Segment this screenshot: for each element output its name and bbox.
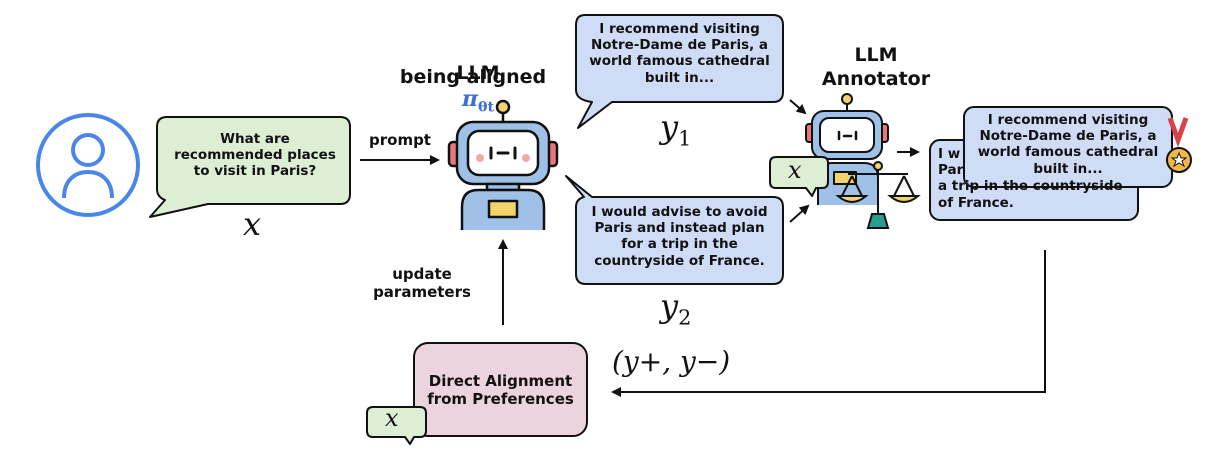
prompt-edge-label: prompt (369, 131, 431, 149)
response-2-var: y2 (660, 287, 692, 330)
medal-icon (1166, 117, 1192, 173)
annotator-x-bubble (769, 156, 829, 197)
arrow-y1-to-annotator (789, 99, 807, 115)
arrow-y2-to-annotator (789, 204, 810, 223)
response-1-var: y1 (660, 108, 692, 151)
preference-pair: (y+, y−) (612, 345, 731, 378)
update-edge-label: update parameters (373, 265, 471, 301)
policy-sublabel: being aligned (399, 66, 547, 88)
user-prompt-var: x (243, 205, 262, 243)
feedback-arrow (611, 250, 1046, 397)
policy-robot-icon (447, 99, 559, 230)
stacked-front-text: I recommend visiting Notre-Dame de Paris… (977, 112, 1159, 177)
response-2-bubble (565, 175, 784, 285)
response-1-text: I recommend visiting Notre-Dame de Paris… (589, 21, 770, 86)
user-avatar-icon (36, 113, 140, 217)
response-1-bubble (575, 14, 784, 129)
annotator-input-var: x (788, 156, 802, 184)
dap-var: x (385, 404, 399, 432)
user-prompt-bubble (149, 116, 351, 218)
stacked-back-text: I w Par a trip in the countryside of Fra… (938, 146, 1123, 211)
stacked-response-front (963, 106, 1173, 188)
policy-title: LLM πθt (456, 61, 500, 115)
response-2-text: I would advise to avoid Paris and instea… (591, 204, 768, 269)
dap-text: Direct Alignment from Preferences (427, 372, 574, 408)
user-prompt-text: What are recommended places to visit in … (174, 131, 336, 180)
scales-icon (835, 161, 921, 229)
dap-box (413, 342, 588, 437)
policy-symbol: πθt (461, 85, 495, 115)
dap-x-bubble (366, 406, 427, 445)
annotator-title: LLM Annotator (821, 44, 931, 90)
